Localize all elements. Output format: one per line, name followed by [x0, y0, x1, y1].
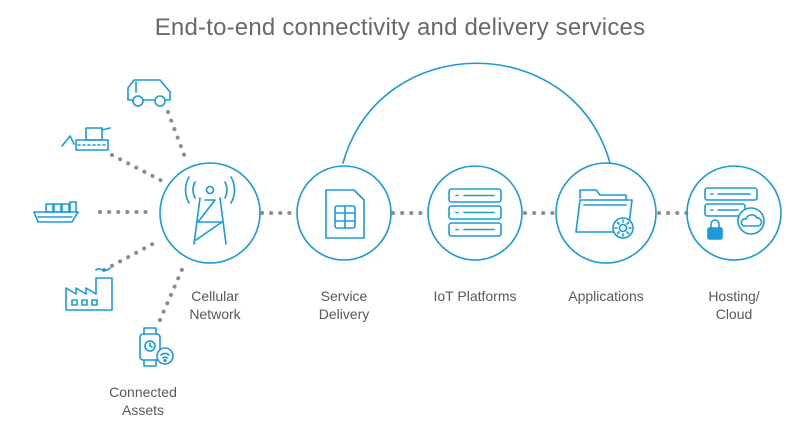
stage-label-service: Service Delivery [318, 288, 370, 322]
car-icon [127, 79, 171, 107]
ship-icon [33, 201, 79, 223]
stage-label-hosting: Hosting/ Cloud [708, 288, 760, 322]
server-stack-icon [448, 188, 502, 237]
factory-icon [65, 267, 113, 311]
stage-circle-cellular [159, 162, 261, 264]
asset-connectors [98, 110, 188, 322]
stage-circle-iot [427, 165, 523, 261]
stage-circle-hosting [686, 165, 782, 261]
stage-label-cellular: Cellular Network [189, 288, 241, 322]
smartwatch-icon [139, 327, 174, 367]
sim-card-icon [325, 189, 365, 239]
stage-circle-service [296, 165, 392, 261]
page-title: End-to-end connectivity and delivery ser… [154, 14, 646, 41]
cell-tower-icon [184, 176, 236, 245]
assets-label: Connected Assets [109, 384, 177, 418]
stage-circle-apps [555, 162, 657, 264]
connection-arc [342, 62, 611, 164]
folder-gear-icon [575, 189, 634, 239]
bulldozer-icon [61, 127, 111, 151]
server-lock-cloud-icon [704, 187, 765, 240]
stage-label-apps: Applications [568, 288, 644, 304]
stage-label-iot: IoT Platforms [433, 288, 517, 304]
